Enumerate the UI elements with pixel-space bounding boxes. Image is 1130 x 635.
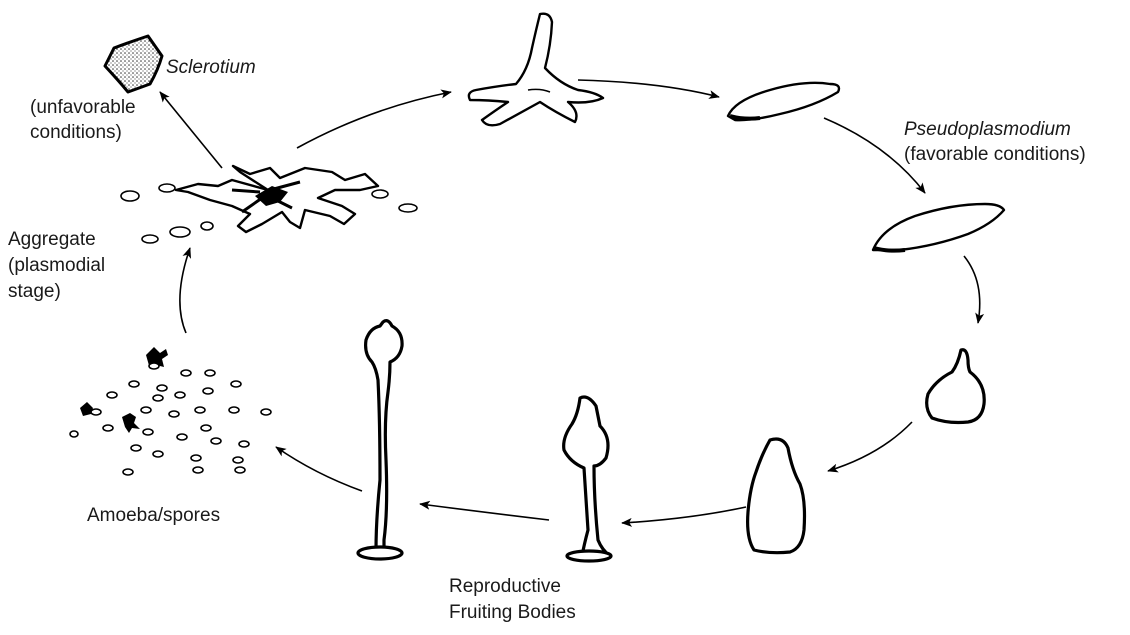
pseudoplasmodium-label: Pseudoplasmodium: [904, 119, 1071, 140]
arrow-stalk-to-fruiting: [622, 507, 746, 523]
early-fruiting-illustration: [748, 439, 805, 553]
migrating-slug-illustration: [873, 204, 1004, 251]
fruiting-body-tall-illustration: [358, 321, 402, 559]
sclerotium-label: Sclerotium: [166, 57, 256, 78]
culmination-illustration: [927, 350, 985, 423]
arrow-fruiting-to-amoeba: [276, 447, 362, 491]
fruiting-bodies-label-line1: Reproductive: [449, 576, 561, 597]
amoeba-spores-illustration: [70, 347, 271, 475]
aggregate-label-line3: stage): [8, 281, 61, 302]
arrow-culmination-to-stalk: [828, 422, 912, 471]
aggregate-label-line2: (plasmodial: [8, 255, 105, 276]
pseudoplasmodium-slug-illustration: [728, 83, 839, 120]
fruiting-bodies-label-line2: Fruiting Bodies: [449, 602, 576, 623]
favorable-conditions-label: (favorable conditions): [904, 144, 1086, 165]
aggregate-label-line1: Aggregate: [8, 229, 96, 250]
arrow-aggregate-to-mound: [297, 92, 451, 148]
mound-illustration: [469, 14, 603, 126]
unfavorable-conditions-label-line1: (unfavorable: [30, 97, 136, 118]
arrow-aggregate-to-sclerotium: [160, 92, 222, 168]
sclerotium-illustration: [105, 36, 162, 92]
arrow-amoeba-to-aggregate: [180, 248, 190, 333]
aggregate-illustration: [121, 166, 417, 243]
amoeba-spores-label: Amoeba/spores: [87, 505, 220, 526]
fruiting-body-short-illustration: [564, 397, 611, 561]
arrow-fruiting-to-fruiting: [420, 504, 549, 520]
unfavorable-conditions-label-line2: conditions): [30, 122, 122, 143]
arrow-slug-to-culmination: [964, 256, 980, 323]
